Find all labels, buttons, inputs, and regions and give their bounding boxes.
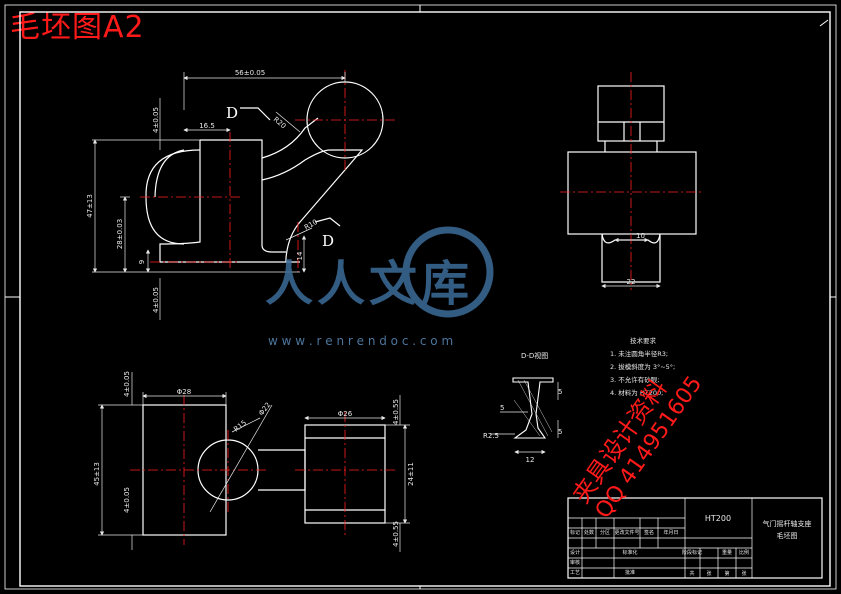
page-title: 毛坯图A2 xyxy=(10,10,145,45)
dim-4-lv2: 4±0.05 xyxy=(123,487,131,513)
dim-45: 45±13 xyxy=(93,462,101,486)
drawing-frame xyxy=(4,4,837,590)
note-line: 4. 材料为 HT200; xyxy=(610,388,663,397)
dim-5a: 5 xyxy=(500,404,504,412)
dim-r10: R10 xyxy=(303,218,319,232)
tb-cell: 共 xyxy=(689,570,694,577)
dim-47: 47±13 xyxy=(86,194,94,218)
tb-cell: 第 xyxy=(724,570,729,577)
watermark-url: w w w . r e n r e n d o c . c o m xyxy=(268,334,453,348)
dim-56: 56±0.05 xyxy=(235,69,265,77)
title-block-text: HT200 气门摇杆轴支座 毛坯图 标记 处数 分区 更改文件号 签名 年月日 … xyxy=(570,514,812,577)
dim-4-rv1: 4±0.55 xyxy=(392,399,400,425)
tb-cell: 比例 xyxy=(739,549,749,556)
dim-5c: 5 xyxy=(558,428,562,436)
tb-cell: 处数 xyxy=(584,529,594,536)
section-dd-title: D-D视图 xyxy=(521,351,548,360)
tb-cell: 张 xyxy=(706,570,711,577)
dim-phi22: Φ22 xyxy=(257,401,272,417)
dim-r20: R20 xyxy=(272,115,288,130)
dim-5b: 5 xyxy=(558,388,562,396)
dim-14: 14 xyxy=(296,251,304,260)
section-dd-text: D-D视图 5 5 5 R2.5 12 xyxy=(483,351,562,464)
section-d-top: D xyxy=(226,104,238,122)
front-view-dimensions xyxy=(92,72,346,320)
top-view-centerlines xyxy=(130,395,395,545)
side-view-dimensions xyxy=(601,237,661,289)
dim-24: 24±11 xyxy=(407,462,415,486)
dim-16-5: 16.5 xyxy=(199,122,215,130)
dim-10: 10 xyxy=(636,232,645,240)
watermark: 人人文库 w w w . r e n r e n d o c . c o m xyxy=(265,226,494,348)
dim-28: 28±0.03 xyxy=(116,219,124,249)
tb-cell: 标准化 xyxy=(622,549,637,556)
tb-part-name: 气门摇杆轴支座 xyxy=(763,519,812,528)
tb-cell: 签名 xyxy=(644,529,654,536)
note-line: 3. 不允许有砂眼; xyxy=(610,375,659,384)
dim-12: 12 xyxy=(526,456,535,464)
tb-drawing-name: 毛坯图 xyxy=(777,531,798,540)
front-view xyxy=(145,81,384,263)
section-labels: D D xyxy=(226,104,334,250)
tb-material: HT200 xyxy=(705,514,731,523)
title-block xyxy=(567,497,823,579)
tb-cell: 重量 xyxy=(722,549,732,556)
dim-phi26: Φ26 xyxy=(338,410,353,418)
tb-cell: 工艺 xyxy=(570,570,580,576)
tb-cell: 张 xyxy=(741,570,746,577)
section-d-bottom: D xyxy=(322,232,334,250)
dim-r15: R15 xyxy=(232,419,248,434)
notes-heading: 技术要求 xyxy=(630,336,657,345)
side-view xyxy=(567,85,697,283)
watermark-brand: 人人文库 xyxy=(265,256,473,312)
dim-4-lv1: 4±0.05 xyxy=(123,371,131,397)
section-dd-view xyxy=(512,377,554,439)
dim-22: 22 xyxy=(627,278,636,286)
tb-cell: 阶段标记 xyxy=(682,549,702,556)
section-dd-dims xyxy=(490,382,559,455)
tb-cell: 批准 xyxy=(625,569,635,576)
tb-cell: 设计 xyxy=(570,549,580,556)
note-line: 2. 拔模斜度为 3°~5°; xyxy=(610,362,675,371)
tb-cell: 标记 xyxy=(570,529,580,536)
tb-cell: 更改文件号 xyxy=(614,529,639,536)
dim-4-bot: 4±0.05 xyxy=(152,287,160,313)
tb-cell: 分区 xyxy=(600,529,610,536)
top-view-dim-text: Φ28 45±13 4±0.05 4±0.05 R15 Φ22 Φ26 4±0.… xyxy=(93,371,415,547)
side-view-centerlines xyxy=(560,72,704,290)
watermark-logo-icon xyxy=(402,226,494,318)
dim-r2-5: R2.5 xyxy=(483,432,499,440)
tb-cell: 年月日 xyxy=(663,529,678,536)
technical-notes: 技术要求 1. 未注圆角半径R3; 2. 拔模斜度为 3°~5°; 3. 不允许… xyxy=(610,336,675,397)
dim-4-top: 4±0.05 xyxy=(152,107,160,133)
dim-phi28: Φ28 xyxy=(177,388,191,396)
tb-cell: 审核 xyxy=(570,559,580,566)
side-view-dim-text: 10 22 xyxy=(627,232,645,286)
note-line: 1. 未注圆角半径R3; xyxy=(610,349,668,358)
front-view-centerlines xyxy=(140,70,395,272)
dim-4-rv2: 4±0.55 xyxy=(392,521,400,547)
dim-9: 9 xyxy=(138,260,146,264)
top-view-dimensions xyxy=(98,372,410,552)
